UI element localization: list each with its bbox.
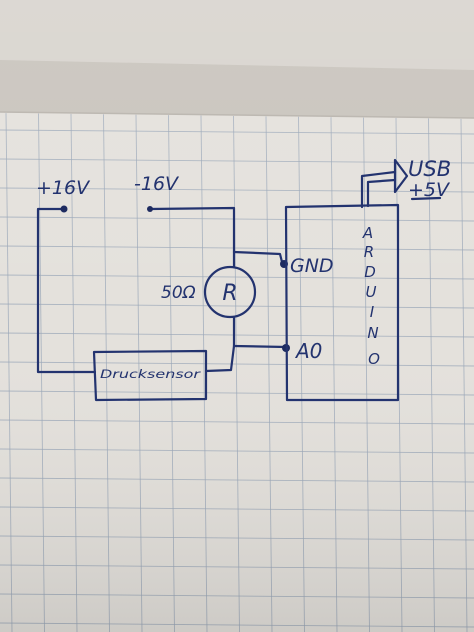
usb-connector [393,158,409,194]
label-positive-16v: +16V [36,177,91,199]
wire-to-a0 [232,344,288,349]
usb-voltage-underline [410,196,442,201]
arduino-letter-5: I [370,303,375,321]
label-a0: A0 [294,339,322,363]
arduino-letter-6: N [367,324,378,342]
wire-negative-down [148,206,236,254]
label-pressure-sensor: Drucksensor [100,367,202,381]
pressure-sensor-box [92,349,208,402]
usb-cable-b [366,178,397,208]
terminal-positive [60,205,68,213]
label-gnd: GND [290,255,334,277]
wires [36,170,397,374]
label-resistor-value: 50Ω [161,283,196,303]
arduino-board [284,203,400,402]
arduino-letter-2: R [364,243,374,261]
label-negative-16v: -16V [134,173,180,195]
terminal-negative [147,206,153,212]
label-arduino-vertical: A R D U I N O [362,224,380,368]
resistor-symbol: R [222,281,237,306]
resistor-circle [203,265,257,319]
usb-cable-a [360,170,397,209]
wire-positive-to-sensor [36,207,97,374]
label-plus-5v: +5V [408,179,451,201]
arduino-letter-1: A [362,224,373,242]
arduino-letter-4: U [366,283,377,301]
wire-to-sensor [204,344,236,373]
arduino-letter-3: D [364,263,376,281]
arduino-letter-7: O [368,350,380,368]
label-usb: USB [408,157,451,181]
wire-to-gnd [232,250,284,264]
